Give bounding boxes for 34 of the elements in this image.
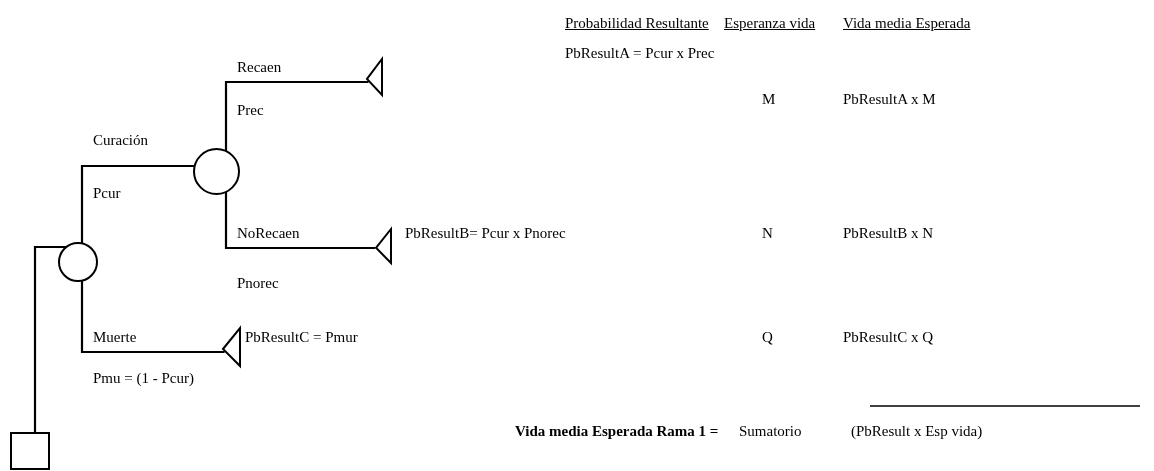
formula-text: PbResultC x Q	[843, 328, 933, 346]
formula-text: PbResultA x M	[843, 90, 936, 108]
branch-line	[33, 245, 67, 432]
summary-text: Sumatorio	[739, 422, 802, 440]
probability-label: Pcur	[93, 184, 121, 202]
value-text: Q	[762, 328, 773, 346]
probability-label: Pmu = (1 - Pcur)	[93, 369, 194, 387]
branch-line	[224, 191, 376, 250]
formula-text: PbResultB= Pcur x Pnorec	[405, 224, 566, 242]
column-header: Vida media Esperada	[843, 14, 971, 32]
formula-text: PbResultA = Pcur x Prec	[565, 44, 715, 62]
summary-label: Vida media Esperada Rama 1 =	[515, 422, 719, 440]
decision-square	[10, 432, 50, 470]
terminal-triangle	[222, 327, 241, 367]
probability-label: Prec	[237, 101, 264, 119]
terminal-triangle	[375, 228, 392, 264]
branch-label: Curación	[93, 131, 148, 149]
probability-label: Pnorec	[237, 274, 279, 292]
branch-label: Recaen	[237, 58, 282, 76]
value-text: N	[762, 224, 773, 242]
branch-line	[80, 280, 225, 354]
branch-line	[80, 164, 195, 244]
column-header: Esperanza vida	[724, 14, 816, 32]
formula-text: PbResultB x N	[843, 224, 933, 242]
branch-label: NoRecaen	[237, 224, 300, 242]
value-text: M	[762, 90, 776, 108]
summary-formula: (PbResult x Esp vida)	[851, 422, 983, 440]
formula-text: PbResultC = Pmur	[245, 328, 358, 346]
branch-line	[224, 80, 369, 152]
column-header: Probabilidad Resultante	[565, 14, 709, 32]
branch-label: Muerte	[93, 328, 137, 346]
chance-circle	[58, 242, 98, 282]
chance-circle	[193, 148, 240, 195]
terminal-triangle	[366, 58, 383, 96]
